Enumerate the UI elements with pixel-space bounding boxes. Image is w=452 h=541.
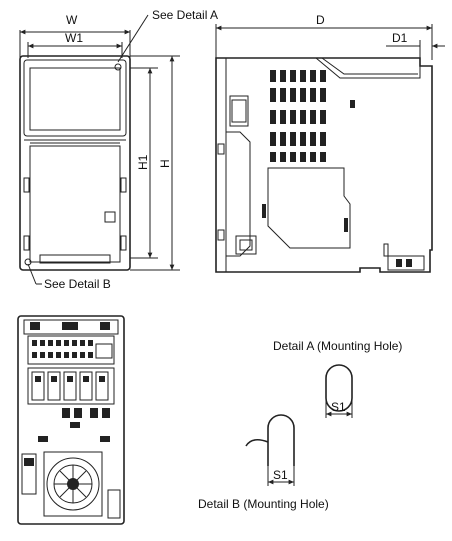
detail-a-title: Detail A (Mounting Hole) xyxy=(273,339,402,353)
detail-b-s1-label: S1 xyxy=(273,468,288,482)
see-detail-b-label: See Detail B xyxy=(44,277,111,291)
front-view: W W1 See Detail A H1 xyxy=(19,8,218,291)
detail-a-s1-label: S1 xyxy=(331,400,346,414)
dim-d-label: D xyxy=(316,13,325,27)
side-view: D D1 xyxy=(215,13,445,273)
bottom-view xyxy=(17,315,125,525)
dim-h1-label: H1 xyxy=(136,154,150,170)
detail-b-title: Detail B (Mounting Hole) xyxy=(198,497,329,511)
detail-b: S1 Detail B (Mounting Hole) xyxy=(198,414,329,511)
dim-h-label: H xyxy=(158,159,172,168)
see-detail-a-label: See Detail A xyxy=(152,8,218,22)
dim-w-label: W xyxy=(66,13,78,27)
detail-a: Detail A (Mounting Hole) S1 xyxy=(273,339,402,418)
dim-d1-label: D1 xyxy=(392,31,408,45)
dim-w1-label: W1 xyxy=(65,31,83,45)
